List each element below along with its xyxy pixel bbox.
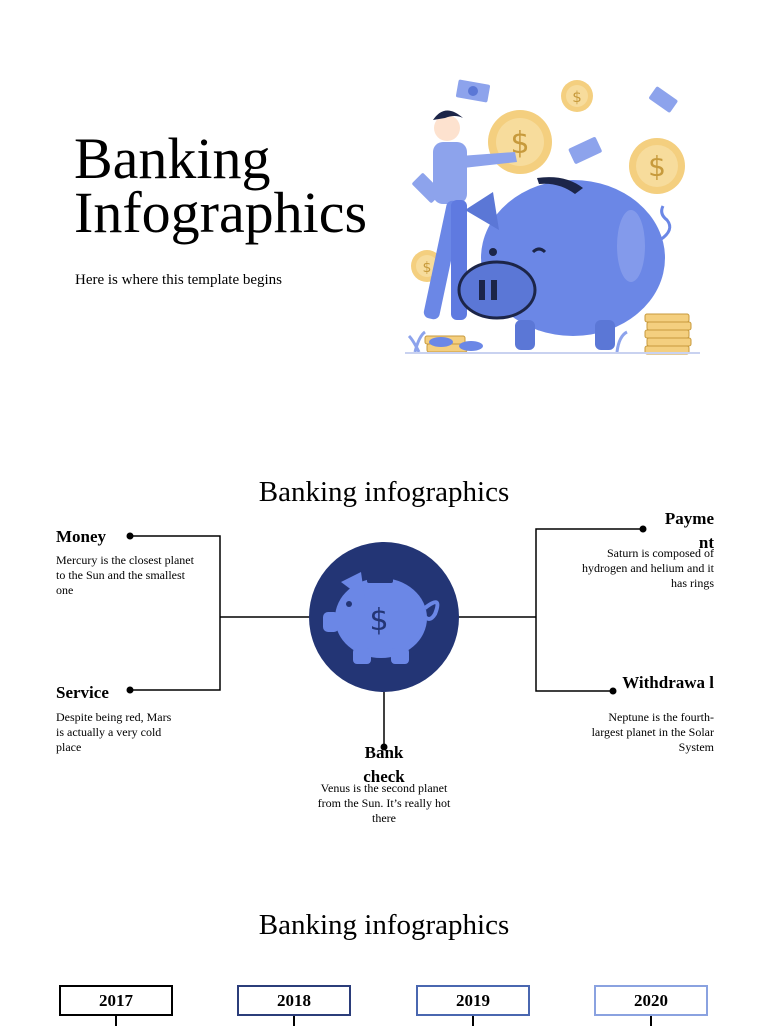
year-box-2017: 2017 xyxy=(59,985,173,1016)
section-title-timeline: Banking infographics xyxy=(258,909,510,941)
node-withdrawal-desc: Neptune is the fourth-largest planet in … xyxy=(591,710,714,754)
svg-text:$: $ xyxy=(369,603,388,638)
year-box-2019: 2019 xyxy=(416,985,530,1016)
node-service-title: Service xyxy=(56,683,109,702)
title-line-1: Banking xyxy=(74,126,271,191)
year-tick xyxy=(472,1016,474,1026)
banknote-icon xyxy=(455,79,491,103)
node-payment-desc: Saturn is composed of hydrogen and heliu… xyxy=(582,546,714,590)
node-service-desc: Despite being red, Mars is actually a ve… xyxy=(56,710,172,754)
year-box-2018: 2018 xyxy=(237,985,351,1016)
node-bank-check-desc: Venus is the second planet from the Sun.… xyxy=(317,781,451,825)
svg-text:$: $ xyxy=(648,150,666,183)
node-withdrawal-title: Withdrawa l xyxy=(622,673,714,692)
year-box-2020: 2020 xyxy=(594,985,708,1016)
node-money-desc: Mercury is the closest planet to the Sun… xyxy=(56,553,194,597)
page-title: Banking Infographics xyxy=(74,130,367,242)
piggy-bank-illustration: $ $ $ $ xyxy=(405,79,700,355)
coin-icon: $ xyxy=(629,138,685,194)
node-money-title: Money xyxy=(56,527,107,546)
svg-text:$: $ xyxy=(510,126,529,161)
node-bank-check-title: Bank check xyxy=(363,743,405,786)
banknote-icon xyxy=(649,86,678,113)
svg-text:$: $ xyxy=(423,260,432,276)
svg-text:$: $ xyxy=(572,88,582,106)
plant-icon xyxy=(407,330,628,353)
coin-icon: $ xyxy=(561,80,593,112)
section-title-hub: Banking infographics xyxy=(258,476,510,508)
year-tick xyxy=(650,1016,652,1026)
banknote-icon xyxy=(568,137,602,164)
node-payment-title: Payme nt xyxy=(664,509,714,552)
coin-icon: $ xyxy=(488,110,552,174)
piggy-bank-icon xyxy=(457,177,672,350)
year-tick xyxy=(115,1016,117,1026)
year-tick xyxy=(293,1016,295,1026)
subtitle: Here is where this template begins xyxy=(75,272,283,288)
title-line-2: Infographics xyxy=(74,180,368,245)
piggy-bank-hub-icon: $ xyxy=(309,542,459,692)
